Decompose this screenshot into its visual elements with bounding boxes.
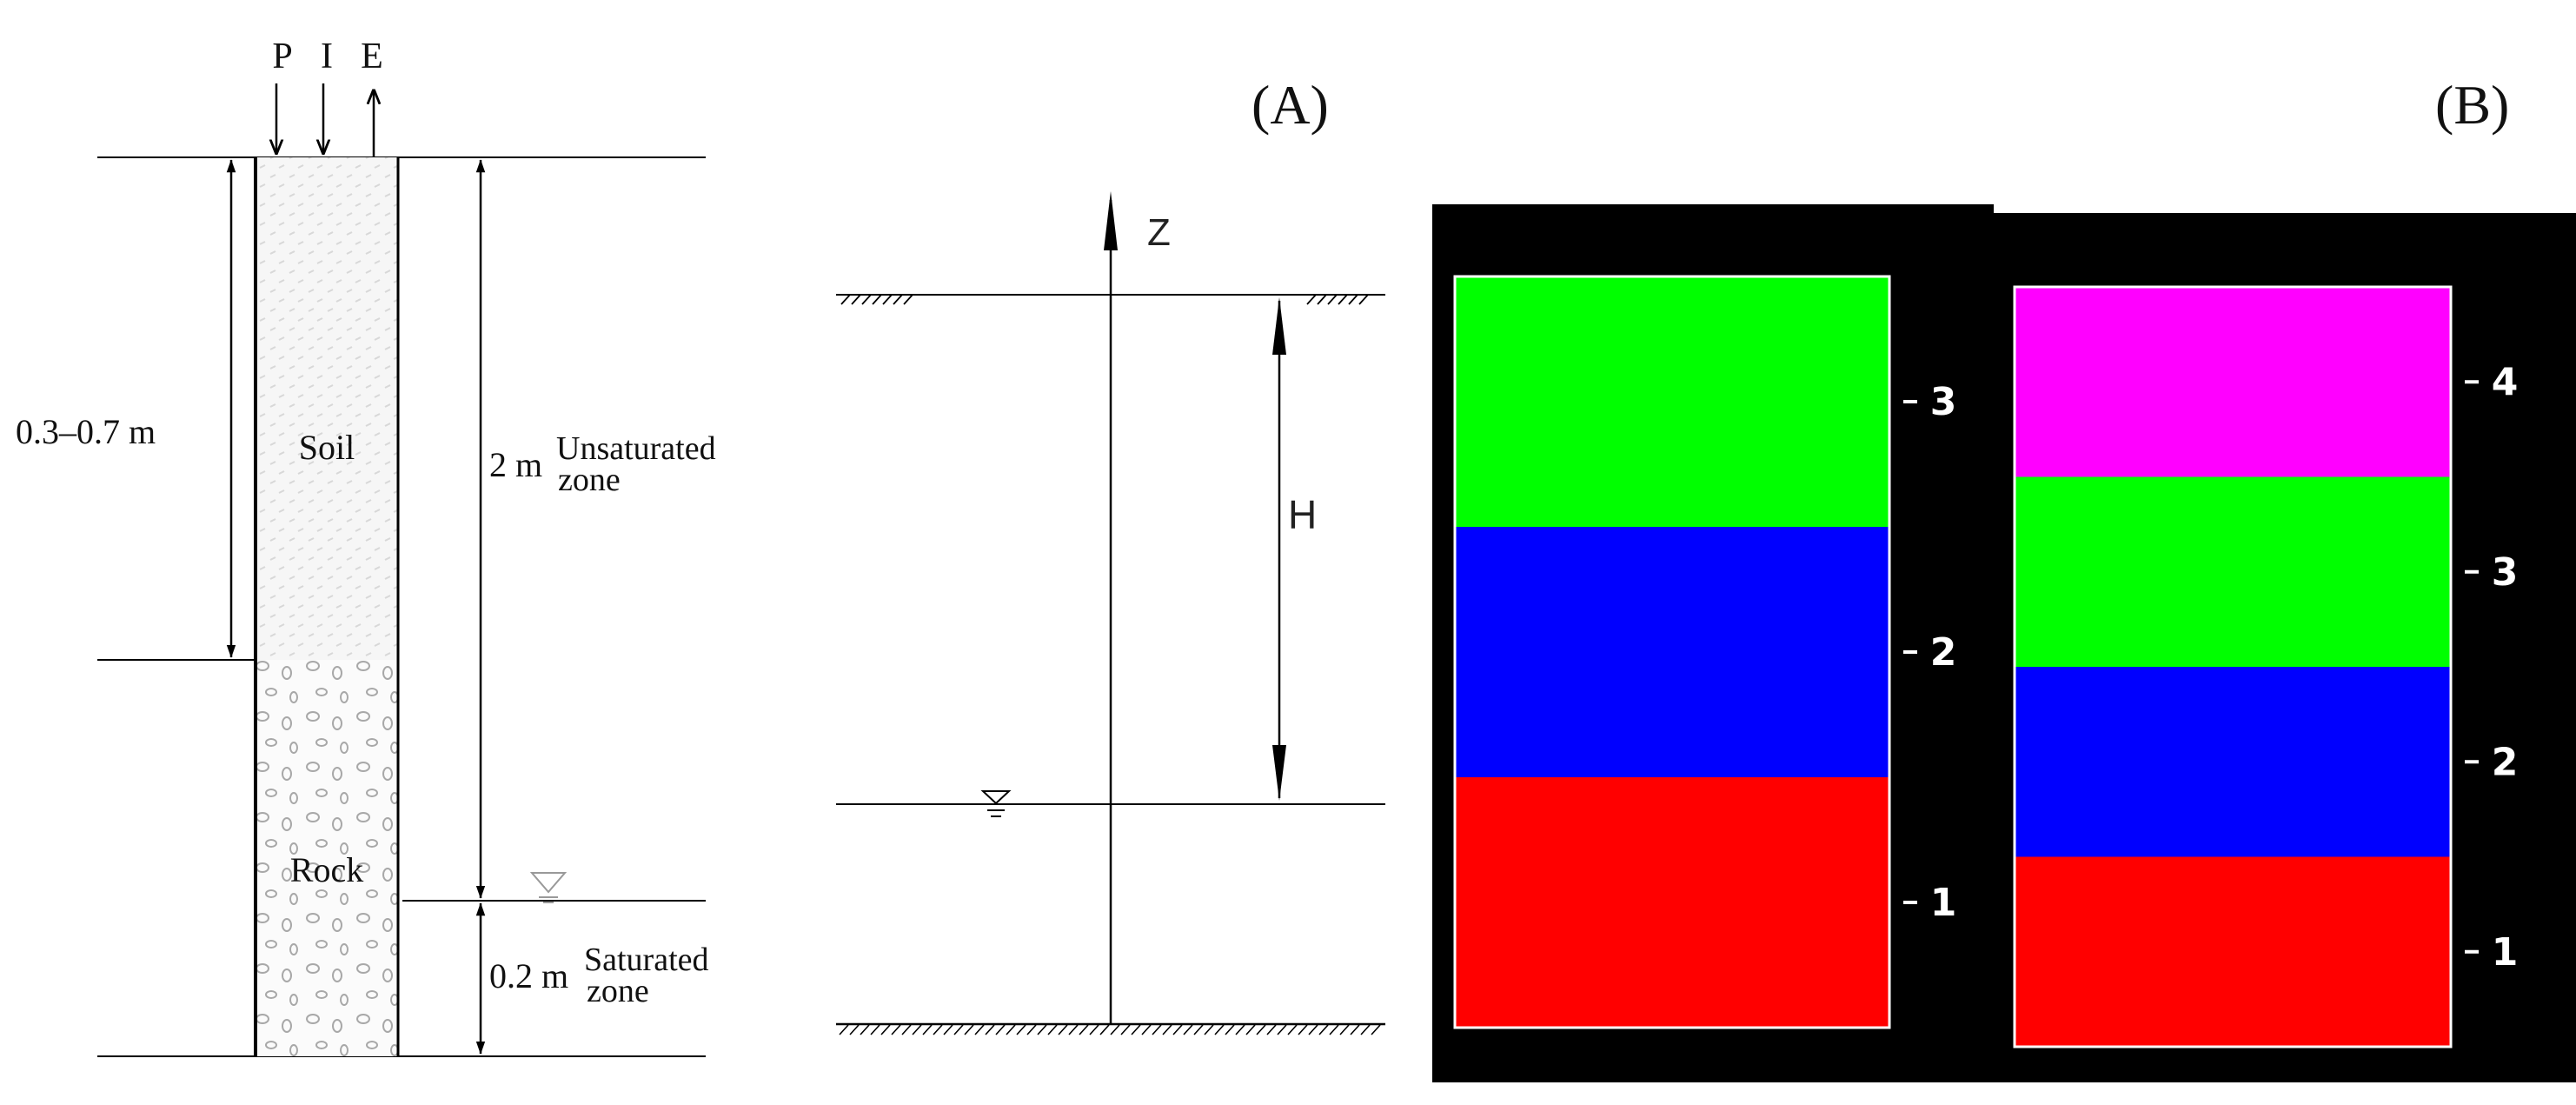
water-table-symbol-a: [980, 790, 1012, 817]
saturated-zone-word: zone: [587, 973, 649, 1009]
h-arrowhead-bottom: [1272, 745, 1286, 801]
three-layer-model: 3 2 1: [1453, 275, 1957, 1029]
four-layer-model: 4 3 2 1: [2013, 285, 2519, 1048]
soil-column-diagram: P I E 0.3–0.7 m Soil Rock 2 m Unsaturate…: [16, 37, 716, 1057]
z-axis-arrowhead: [1104, 191, 1118, 250]
panel-a-label: (A): [1251, 74, 1329, 136]
unsaturated-depth-label: 2 m: [489, 445, 542, 484]
right-model-layer-2: [2015, 667, 2451, 857]
left-model-label-1: 1: [1930, 881, 1957, 925]
panel-b-label: (B): [2435, 74, 2509, 136]
unsaturated-zone-label: Unsaturated: [556, 430, 716, 467]
soil-label: Soil: [299, 428, 355, 467]
rock-layer: [256, 660, 398, 1056]
h-arrowhead-top: [1272, 297, 1286, 355]
rock-label: Rock: [290, 850, 363, 889]
right-model-label-2: 2: [2492, 740, 2519, 784]
right-model-layer-4: [2015, 287, 2451, 477]
ground-hatch-right: [1306, 294, 1369, 305]
flux-label-p: P: [272, 37, 292, 77]
left-model-label-2: 2: [1930, 630, 1957, 675]
soil-depth-label: 0.3–0.7 m: [16, 412, 156, 451]
right-model-label-4: 4: [2492, 360, 2519, 404]
saturated-zone-label: Saturated: [584, 942, 709, 978]
unsaturated-zone-word: zone: [558, 462, 621, 498]
left-model-layer-1: [1455, 777, 1889, 1028]
left-model-outline: [1453, 275, 1891, 1029]
flux-label-i: I: [321, 37, 333, 77]
left-model-layer-2: [1455, 527, 1889, 777]
right-model-layer-1: [2015, 856, 2451, 1047]
panel-a-diagram: (A) Z H: [836, 74, 1385, 1035]
h-label: H: [1288, 492, 1317, 537]
left-model-label-3: 3: [1930, 380, 1957, 424]
right-model-outline: [2013, 285, 2453, 1048]
ground-hatch-left: [840, 294, 913, 305]
water-table-symbol: [529, 872, 568, 903]
panel-b-diagram: (B) 3 2 1 4 3 2 1: [1432, 74, 2576, 1082]
flux-label-e: E: [361, 37, 383, 77]
z-axis-label: Z: [1147, 211, 1171, 254]
saturated-depth-label: 0.2 m: [489, 956, 568, 995]
right-model-layer-3: [2015, 476, 2451, 667]
right-model-label-3: 3: [2492, 550, 2519, 595]
soil-layer: [256, 157, 398, 660]
left-model-layer-3: [1455, 276, 1889, 527]
bottom-hatch: [839, 1024, 1381, 1035]
right-model-label-1: 1: [2492, 930, 2519, 975]
